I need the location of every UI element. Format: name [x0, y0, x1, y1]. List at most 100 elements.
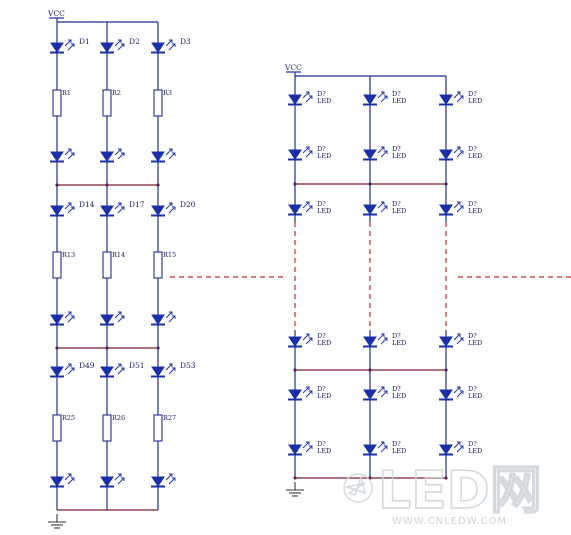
led-emission-arrow: [453, 201, 461, 209]
led-emission-arrow: [305, 205, 313, 213]
led-symbol: [100, 202, 125, 217]
watermark-logo-ring-icon: [343, 473, 373, 503]
led-designator: D?: [317, 145, 326, 153]
led-triangle: [50, 476, 64, 487]
led-triangle: [100, 314, 114, 325]
led-symbol: [439, 91, 464, 106]
led-symbol: [151, 202, 176, 217]
led-symbol: [50, 148, 75, 163]
led-emission-arrow: [453, 441, 461, 449]
led-designator: D?: [468, 90, 477, 98]
vcc-supply: VCC: [284, 63, 302, 73]
resistor: [153, 414, 163, 442]
led-value: LED: [317, 152, 331, 160]
led-emission-arrow: [453, 146, 461, 154]
led-emission-arrow: [165, 473, 173, 481]
led-triangle: [151, 42, 165, 53]
led-emission-arrow: [453, 386, 461, 394]
led-emission-arrow: [117, 206, 125, 214]
led-symbol: [151, 363, 176, 378]
led-designator: D?: [392, 200, 401, 208]
led-value: LED: [392, 339, 406, 347]
resistor: [102, 251, 112, 279]
led-triangle: [288, 94, 302, 105]
led-symbol: [288, 146, 313, 161]
watermark-url: WWW.CNLEDW.COM: [392, 516, 507, 527]
resistor-designator: R1: [62, 89, 71, 97]
led-value: LED: [392, 207, 406, 215]
led-designator: D3: [180, 37, 191, 46]
led-value: LED: [317, 392, 331, 400]
led-emission-arrow: [165, 39, 173, 47]
led-triangle: [439, 94, 453, 105]
led-emission-arrow: [114, 473, 122, 481]
led-value: LED: [317, 207, 331, 215]
resistor: [52, 414, 62, 442]
led-designator: D?: [317, 440, 326, 448]
led-triangle: [288, 444, 302, 455]
led-emission-arrow: [377, 441, 385, 449]
left-circuit: VCCD1R1D14R13D49R25D2R2D17R14D51R26D3R3D…: [47, 9, 196, 529]
led-emission-arrow: [305, 390, 313, 398]
led-emission-arrow: [117, 477, 125, 485]
led-emission-arrow: [305, 445, 313, 453]
led-symbol: [363, 441, 388, 456]
led-emission-arrow: [302, 386, 310, 394]
led-symbol: [288, 91, 313, 106]
led-designator: D?: [468, 385, 477, 393]
led-emission-arrow: [64, 202, 72, 210]
led-designator: D?: [468, 332, 477, 340]
resistor: [102, 414, 112, 442]
led-value: LED: [317, 339, 331, 347]
led-emission-arrow: [377, 91, 385, 99]
led-designator: D?: [392, 385, 401, 393]
led-triangle: [50, 42, 64, 53]
led-triangle: [50, 366, 64, 377]
led-symbol: [50, 39, 75, 54]
led-emission-arrow: [64, 311, 72, 319]
led-emission-arrow: [453, 91, 461, 99]
resistor: [153, 251, 163, 279]
led-emission-arrow: [114, 39, 122, 47]
led-triangle: [363, 204, 377, 215]
led-symbol: [363, 386, 388, 401]
led-triangle: [100, 366, 114, 377]
led-emission-arrow: [114, 311, 122, 319]
led-symbol: [151, 39, 176, 54]
led-value: LED: [392, 447, 406, 455]
led-emission-arrow: [64, 148, 72, 156]
led-designator: D?: [392, 145, 401, 153]
led-value: LED: [392, 152, 406, 160]
led-symbol: [288, 333, 313, 348]
resistor-designator: R2: [112, 89, 121, 97]
led-emission-arrow: [380, 95, 388, 103]
led-symbol: [363, 146, 388, 161]
led-value: LED: [468, 97, 482, 105]
led-designator: D?: [468, 440, 477, 448]
led-triangle: [363, 94, 377, 105]
led-emission-arrow: [377, 201, 385, 209]
led-triangle: [363, 444, 377, 455]
led-value: LED: [468, 339, 482, 347]
led-emission-arrow: [380, 390, 388, 398]
led-value: LED: [317, 447, 331, 455]
led-emission-arrow: [64, 39, 72, 47]
led-triangle: [151, 366, 165, 377]
led-designator: D?: [392, 332, 401, 340]
led-symbol: [439, 333, 464, 348]
led-emission-arrow: [117, 43, 125, 51]
led-emission-arrow: [377, 386, 385, 394]
led-triangle: [288, 149, 302, 160]
led-emission-arrow: [302, 333, 310, 341]
led-designator: D1: [79, 37, 90, 46]
led-symbol: [439, 201, 464, 216]
led-emission-arrow: [302, 146, 310, 154]
led-symbol: [151, 148, 176, 163]
led-emission-arrow: [117, 367, 125, 375]
resistor-designator: R14: [112, 251, 125, 259]
led-emission-arrow: [377, 333, 385, 341]
led-value: LED: [317, 97, 331, 105]
led-triangle: [363, 336, 377, 347]
